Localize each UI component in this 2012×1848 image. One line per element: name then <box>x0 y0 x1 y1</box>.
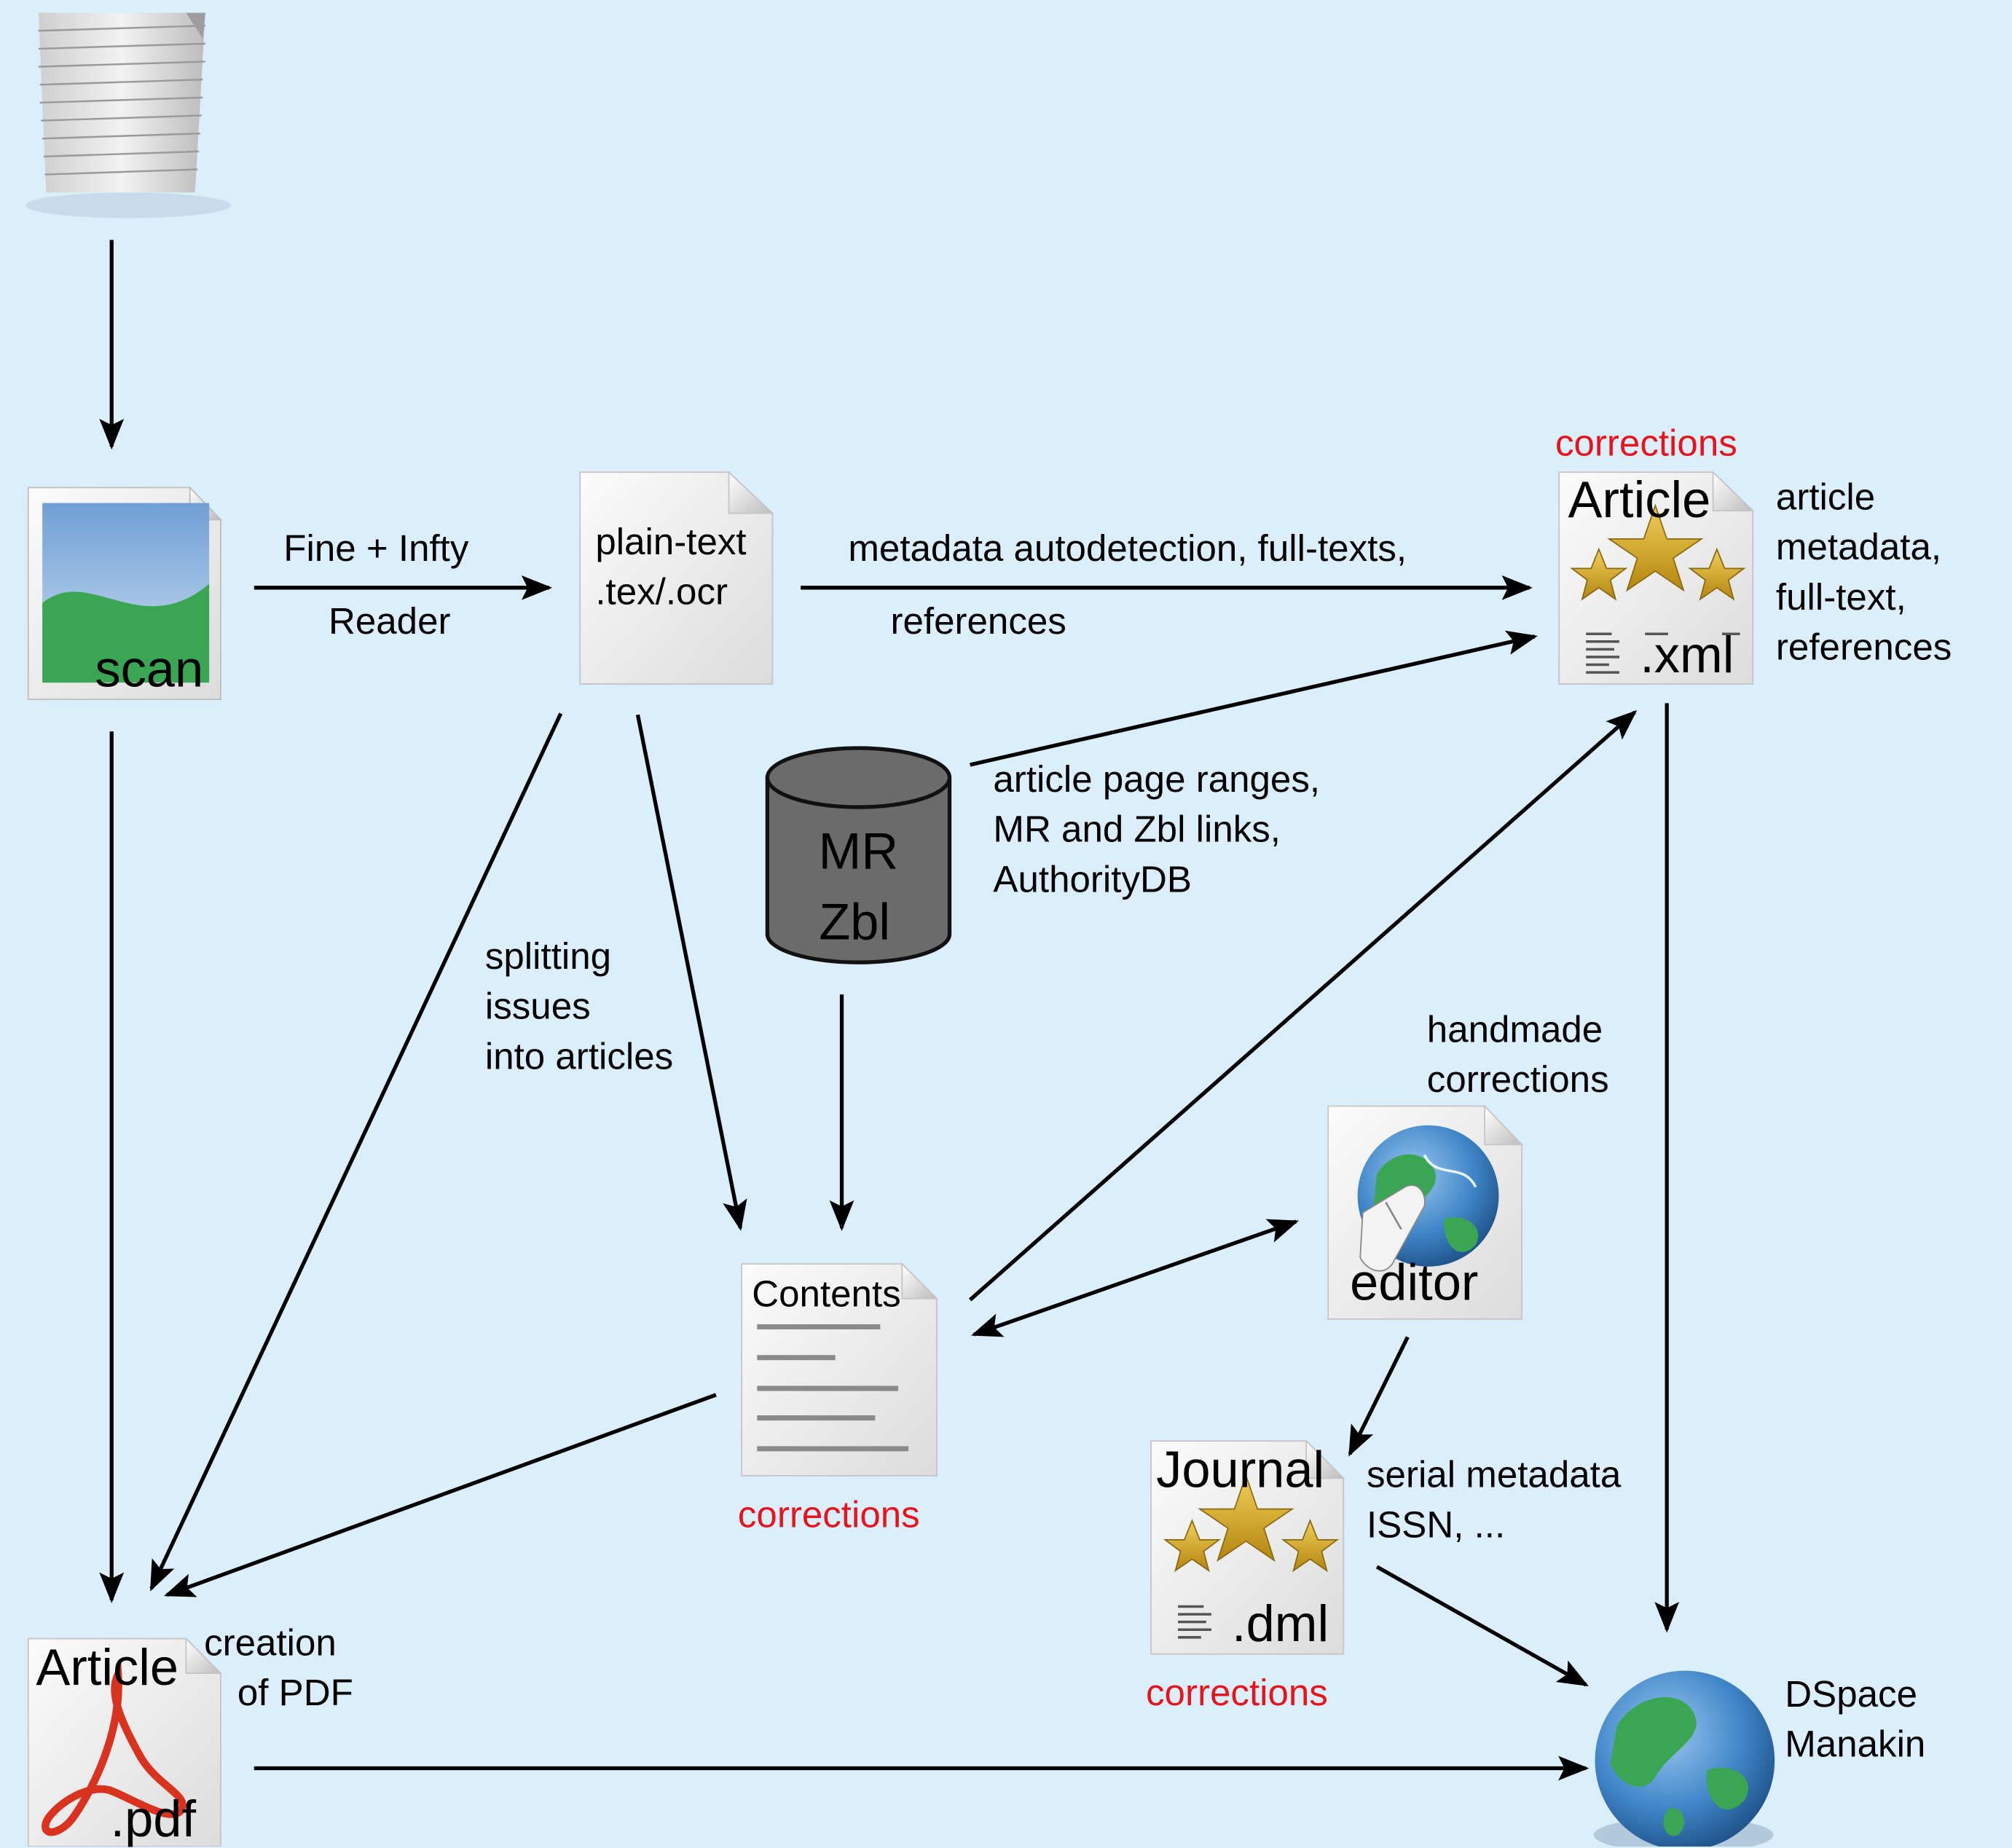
journal-dml-ext: .dml <box>1232 1596 1329 1653</box>
splitting-note-1: splitting <box>484 936 612 978</box>
plaintext-label-2: .tex/.ocr <box>595 572 728 614</box>
article-xml-icon <box>1558 471 1755 685</box>
xml-note-1: article <box>1775 477 1876 519</box>
paper-stack-icon <box>25 12 232 219</box>
editor-label: editor <box>1350 1254 1479 1312</box>
dml-note-1: serial metadata <box>1366 1455 1622 1497</box>
database-icon <box>765 746 952 964</box>
arrow-contents-editor <box>970 1219 1300 1337</box>
arrow-contents-to-pdf <box>164 1393 717 1597</box>
xml-corrections-label: corrections <box>1555 423 1737 465</box>
contents-document-icon <box>741 1262 939 1477</box>
editor-icon <box>1327 1104 1524 1320</box>
pdf-note-2: of PDF <box>237 1673 353 1715</box>
splitting-note-3: into articles <box>484 1037 674 1078</box>
journal-dml-title: Journal <box>1156 1442 1325 1499</box>
article-pdf-title: Article <box>36 1640 179 1696</box>
journal-dml-icon <box>1150 1439 1345 1655</box>
editor-note-2: corrections <box>1426 1060 1609 1101</box>
plaintext-document-icon <box>579 471 774 685</box>
arrow-db-to-xml <box>970 630 1538 767</box>
scan-label: scan <box>95 641 204 699</box>
db-label-2: Zbl <box>819 894 891 951</box>
arrow-contents-to-xml <box>968 709 1638 1302</box>
article-xml-ext: .xml <box>1640 627 1734 684</box>
dspace-globe-icon <box>1593 1670 1775 1847</box>
edge-scan-label-2: Reader <box>328 602 451 643</box>
arrow-dml-to-dspace <box>1375 1565 1589 1687</box>
dml-note-2: ISSN, ... <box>1366 1505 1506 1546</box>
db-note-2: MR and Zbl links, <box>993 809 1281 851</box>
db-note-3: AuthorityDB <box>993 860 1192 901</box>
edge-metadata-label-2: references <box>890 602 1066 643</box>
scan-image-icon <box>27 486 223 700</box>
xml-note-2: metadata, <box>1775 527 1942 569</box>
article-xml-title: Article <box>1568 472 1711 529</box>
plaintext-label-1: plain-text <box>595 522 747 564</box>
db-note-1: article page ranges, <box>993 759 1321 801</box>
article-pdf-ext: .pdf <box>110 1791 197 1848</box>
article-pdf-icon <box>27 1637 223 1847</box>
arrow-plaintext-to-pdf <box>149 712 563 1592</box>
arrow-plaintext-to-contents <box>635 714 747 1231</box>
edge-metadata-label-1: metadata autodetection, full-texts, <box>848 528 1407 570</box>
xml-note-4: references <box>1775 627 1952 669</box>
contents-corrections-label: corrections <box>737 1495 920 1536</box>
contents-label: Contents <box>752 1274 901 1316</box>
dspace-note-2: Manakin <box>1785 1724 1926 1766</box>
arrow-editor-to-dml <box>1348 1336 1410 1457</box>
dml-corrections-label: corrections <box>1146 1673 1328 1715</box>
splitting-note-2: issues <box>484 986 591 1029</box>
pdf-note-1: creation <box>204 1623 337 1664</box>
editor-note-1: handmade <box>1426 1010 1603 1051</box>
edge-scan-label-1: Fine + Infty <box>283 528 469 570</box>
dspace-note-1: DSpace <box>1785 1674 1917 1716</box>
db-label-1: MR <box>818 823 899 881</box>
xml-note-3: full-text, <box>1775 577 1906 619</box>
